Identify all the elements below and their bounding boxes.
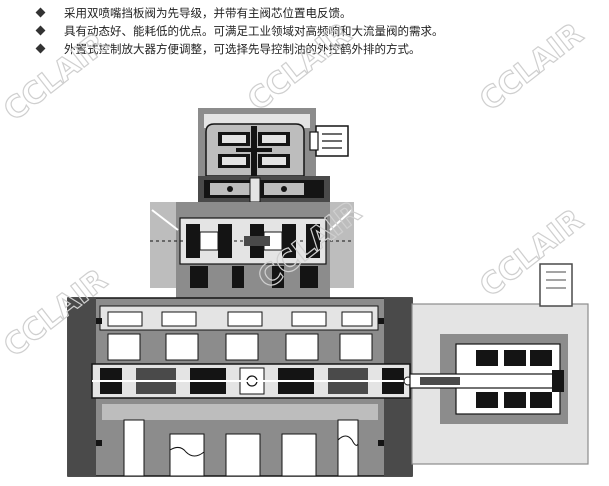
feature-text: 采用双喷嘴挡板阀为先导级，并带有主阀芯位置电反馈。 [64,6,352,20]
feature-list: 采用双喷嘴挡板阀为先导级，并带有主阀芯位置电反馈。 具有动态好、能耗低的优点。可… [36,4,444,58]
torque-motor [198,108,316,196]
watermark-text: CCLAIR [0,26,114,128]
main-valve-body [67,297,413,477]
feature-text: 外置式控制放大器方便调整，可选择先导控制油的外控鹤外排的方式。 [64,42,421,56]
lvdt-position-sensor [409,263,589,465]
nozzle-flapper-housing [198,176,330,203]
watermark-text: CCLAIR [241,16,358,118]
feature-item: 外置式控制放大器方便调整，可选择先导控制油的外控鹤外排的方式。 [36,40,444,58]
feature-text: 具有动态好、能耗低的优点。可满足工业领域对高频响和大流量阀的需求。 [64,24,444,38]
pilot-valve-body [150,202,354,298]
watermark-text: CCLAIR [473,16,590,118]
feature-item: 采用双喷嘴挡板阀为先导级，并带有主阀芯位置电反馈。 [36,4,444,22]
feature-item: 具有动态好、能耗低的优点。可满足工业领域对高频响和大流量阀的需求。 [36,22,444,40]
electrical-connector [309,125,349,157]
